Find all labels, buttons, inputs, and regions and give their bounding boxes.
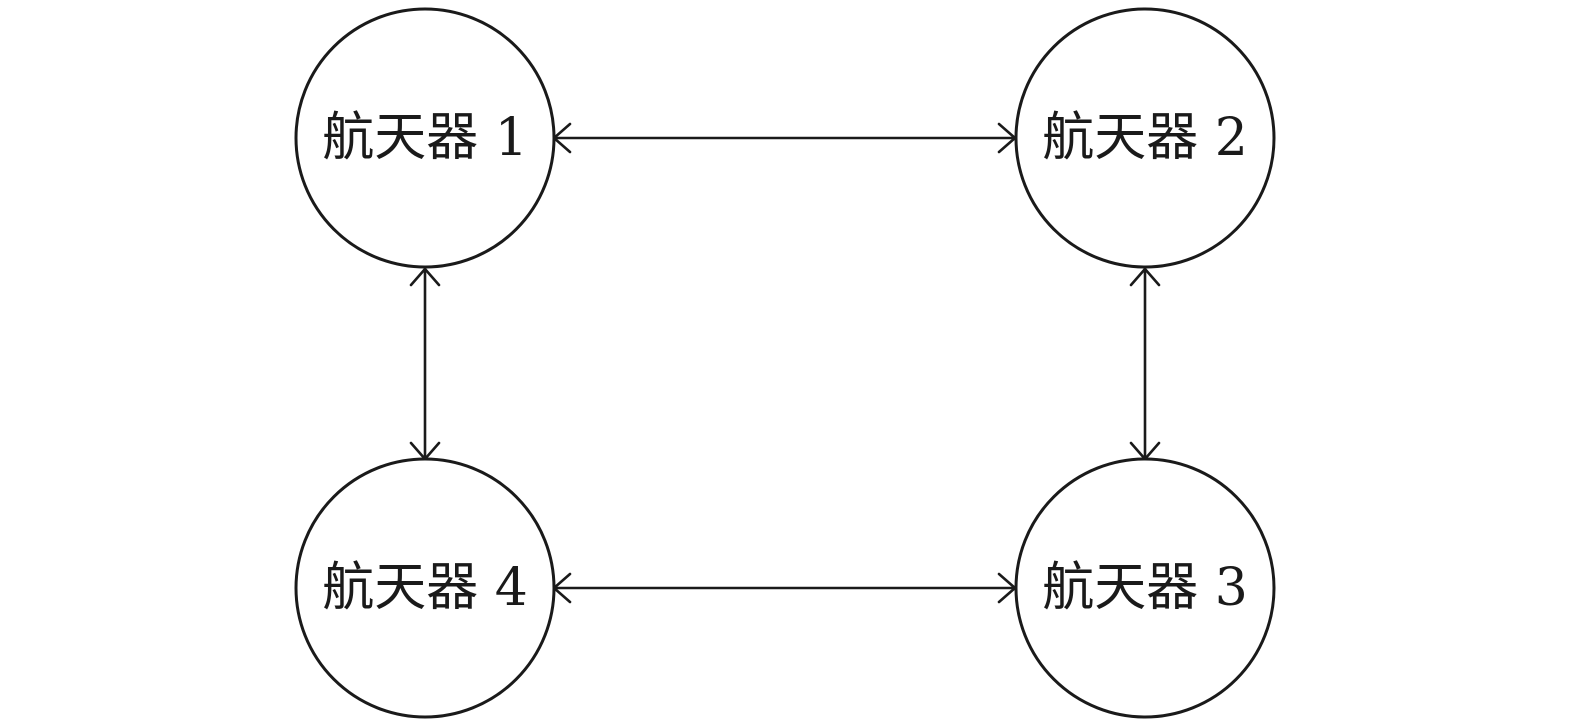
node-spacecraft-3: 航天器 3	[1014, 457, 1276, 719]
node-spacecraft-1: 航天器 1	[294, 7, 556, 269]
edge-4-3	[552, 572, 1017, 604]
node-circle	[294, 7, 556, 269]
node-label: 航天器 2	[1042, 108, 1248, 168]
edge-1-4	[409, 267, 441, 461]
node-circle	[294, 457, 556, 719]
node-label: 航天器 1	[322, 108, 528, 168]
node-spacecraft-2: 航天器 2	[1014, 7, 1276, 269]
node-circle	[1014, 457, 1276, 719]
arrowhead-up	[409, 267, 441, 287]
node-label: 航天器 4	[322, 558, 528, 618]
node-spacecraft-4: 航天器 4	[294, 457, 556, 719]
edge-1-2	[552, 122, 1017, 154]
node-label: 航天器 3	[1042, 558, 1248, 618]
edge-2-3	[1129, 267, 1161, 461]
node-circle	[1014, 7, 1276, 269]
arrowhead-up	[1129, 267, 1161, 287]
